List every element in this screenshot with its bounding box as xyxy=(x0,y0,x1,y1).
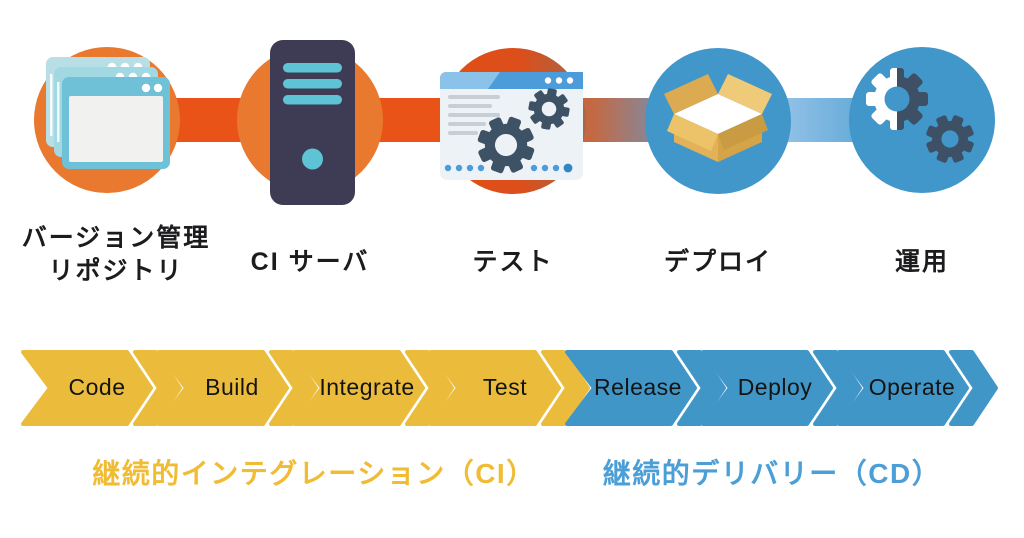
step-label-ci-server: CI サーバ xyxy=(251,246,370,279)
caption-continuous-integration: 継続的インテグレーション（CI） xyxy=(92,458,536,489)
caption-continuous-delivery: 継続的デリバリー（CD） xyxy=(602,458,942,489)
step-label-line: デプロイ xyxy=(663,248,773,276)
step-label-test: テスト xyxy=(472,246,553,279)
step-label-operate: 運用 xyxy=(895,246,949,279)
operations-gear-small xyxy=(918,107,982,171)
step-label-line: テスト xyxy=(472,248,554,276)
chevron-separator xyxy=(133,350,182,426)
ci-server-icon xyxy=(270,40,355,205)
chevron-build xyxy=(157,350,289,426)
operations-gear-large xyxy=(866,68,928,130)
step-label-deploy: デプロイ xyxy=(664,246,772,279)
chevron-code xyxy=(21,350,153,426)
chevron-operate xyxy=(837,350,969,426)
operations-gears-icon xyxy=(866,68,982,171)
chevron-separator xyxy=(541,350,590,426)
chevron-test xyxy=(429,350,561,426)
text-lines xyxy=(448,95,500,135)
step-label-line: リポジトリ xyxy=(48,257,184,285)
step-label-version-repo: バージョン管理 リポジトリ xyxy=(22,222,211,288)
chevron-label-deploy: Deploy xyxy=(737,374,813,400)
chevron-deploy xyxy=(701,350,833,426)
chevron-integrate xyxy=(293,350,425,426)
test-browser-icon xyxy=(440,72,583,182)
chevron-separator xyxy=(949,350,998,426)
deploy-box-icon xyxy=(664,74,772,162)
step-label-line: バージョン管理 xyxy=(21,224,211,252)
chevron-separator xyxy=(269,350,318,426)
circle-operate xyxy=(849,47,995,193)
chevron-separator xyxy=(405,350,454,426)
chevron-label-code: Code xyxy=(68,374,126,400)
chevron-release xyxy=(565,350,697,426)
process-chevron-band xyxy=(21,350,998,426)
version-repo-icon xyxy=(46,57,170,169)
chevron-separator xyxy=(677,350,726,426)
chevron-label-build: Build xyxy=(205,374,259,400)
chevron-label-integrate: Integrate xyxy=(319,374,415,400)
chevron-separator xyxy=(813,350,862,426)
chevron-label-operate: Operate xyxy=(868,374,956,400)
chevron-label-release: Release xyxy=(594,374,682,400)
chevron-label-test: Test xyxy=(482,374,528,400)
bottom-dots xyxy=(444,163,573,173)
test-gear-large xyxy=(469,108,543,182)
step-label-line: CI サーバ xyxy=(250,248,370,276)
step-label-line: 運用 xyxy=(894,248,950,276)
test-gear-small xyxy=(525,85,573,133)
